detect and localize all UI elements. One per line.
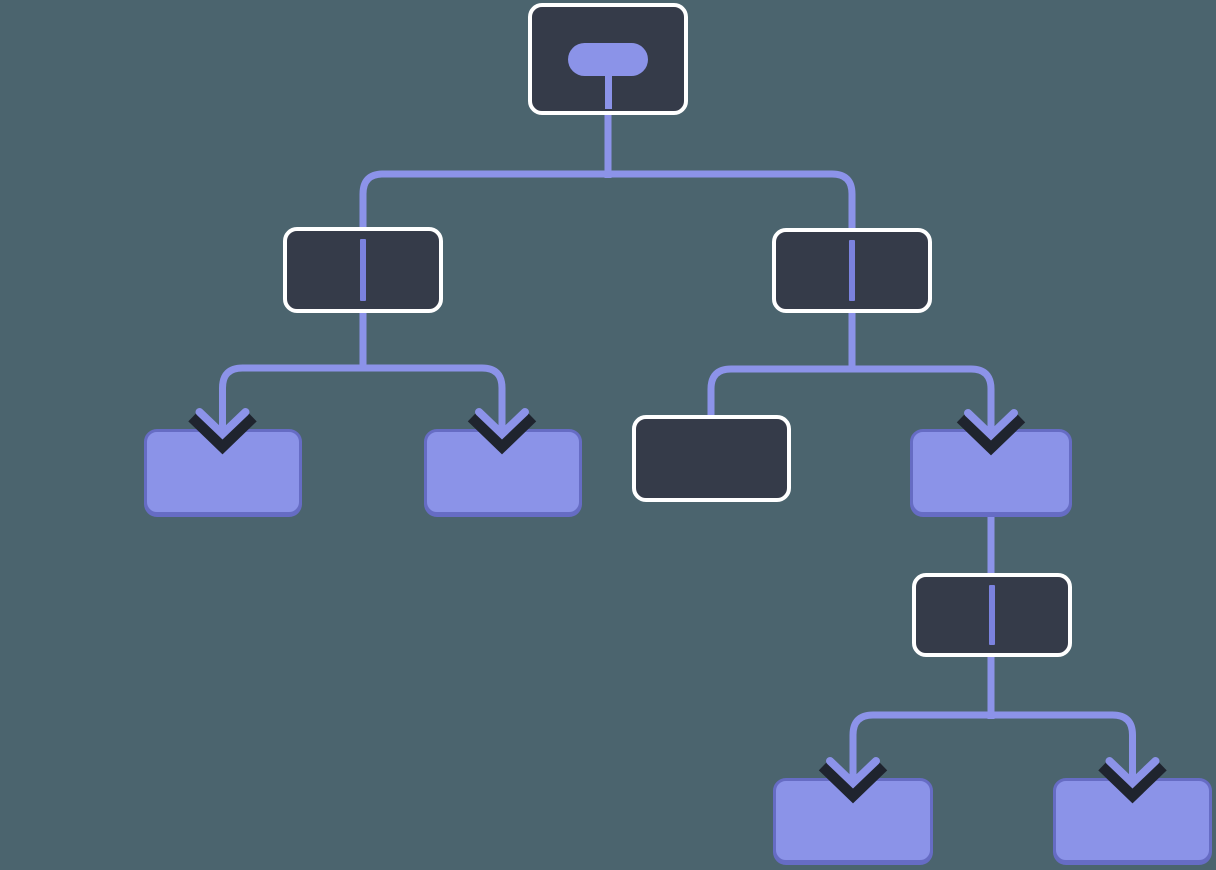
arrow-down-icon [956, 396, 1026, 456]
branch-node-deep[interactable] [912, 573, 1072, 657]
edge-root-split [359, 170, 856, 231]
root-node[interactable] [528, 3, 688, 115]
arrow-down-icon [818, 744, 888, 804]
vertical-line-icon [360, 239, 366, 301]
edge-right-split [707, 365, 995, 432]
branch-node-right[interactable] [772, 228, 932, 313]
dark-leaf-node[interactable] [632, 415, 791, 502]
arrow-down-icon [1098, 744, 1167, 804]
vertical-line-icon [989, 585, 995, 645]
branch-node-left[interactable] [283, 227, 443, 313]
root-pill-icon [568, 43, 648, 76]
vertical-line-icon [849, 240, 855, 301]
arrow-down-icon [188, 395, 257, 455]
root-pill-stem-icon [604, 73, 612, 109]
edge-left-split [219, 364, 506, 431]
edge-deep-split [849, 711, 1136, 781]
arrow-down-icon [467, 395, 537, 455]
